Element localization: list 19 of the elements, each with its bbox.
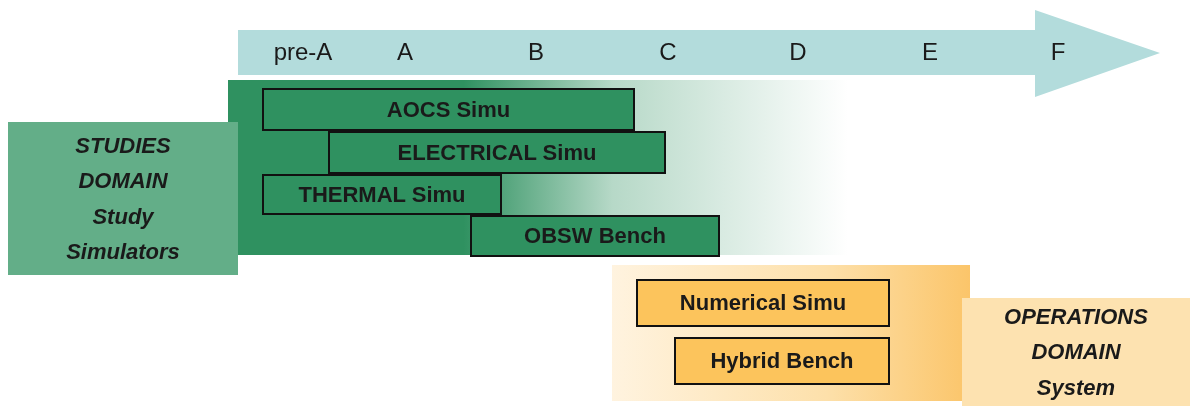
phase-label: F bbox=[1050, 38, 1066, 66]
phase-label: B bbox=[528, 38, 544, 66]
domain-title: STUDIES DOMAIN bbox=[74, 132, 172, 196]
phase-label: pre-A bbox=[273, 38, 333, 66]
domain-title: OPERATIONS DOMAIN bbox=[1003, 303, 1149, 367]
domain-panel bbox=[8, 122, 238, 275]
domain-subtitle: Study Simulators bbox=[65, 202, 181, 266]
domain-panel bbox=[962, 298, 1190, 406]
phase-label: E bbox=[922, 38, 938, 66]
phase-label: A bbox=[397, 38, 413, 66]
simulator-box: THERMAL Simu bbox=[262, 174, 502, 215]
simulator-box: Numerical Simu bbox=[636, 279, 890, 327]
simulator-box: AOCS Simu bbox=[262, 88, 635, 131]
phase-label: C bbox=[659, 38, 677, 66]
domain-subtitle: System bbox=[1036, 373, 1116, 402]
simulator-box: ELECTRICAL Simu bbox=[328, 131, 666, 174]
phase-label: D bbox=[789, 38, 807, 66]
simulator-box: OBSW Bench bbox=[470, 215, 720, 257]
simulator-box: Hybrid Bench bbox=[674, 337, 890, 385]
